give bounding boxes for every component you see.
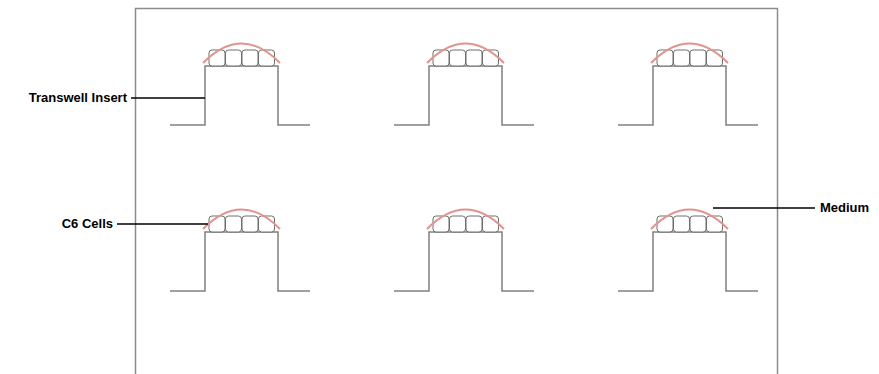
part-label: C6 Cells: [62, 216, 113, 232]
transwell-insert: [170, 210, 310, 292]
leader-line: [713, 207, 815, 209]
leader-line: [117, 223, 208, 225]
part-label: Transwell Insert: [29, 90, 127, 106]
transwell-insert: [170, 44, 310, 126]
transwell-insert: [618, 210, 758, 292]
transwell-insert: [394, 210, 534, 292]
plate-outline: [136, 9, 778, 374]
transwell-insert: [618, 44, 758, 126]
part-label: Medium: [820, 200, 869, 216]
transwell-insert: [394, 44, 534, 126]
leader-line: [131, 97, 205, 99]
